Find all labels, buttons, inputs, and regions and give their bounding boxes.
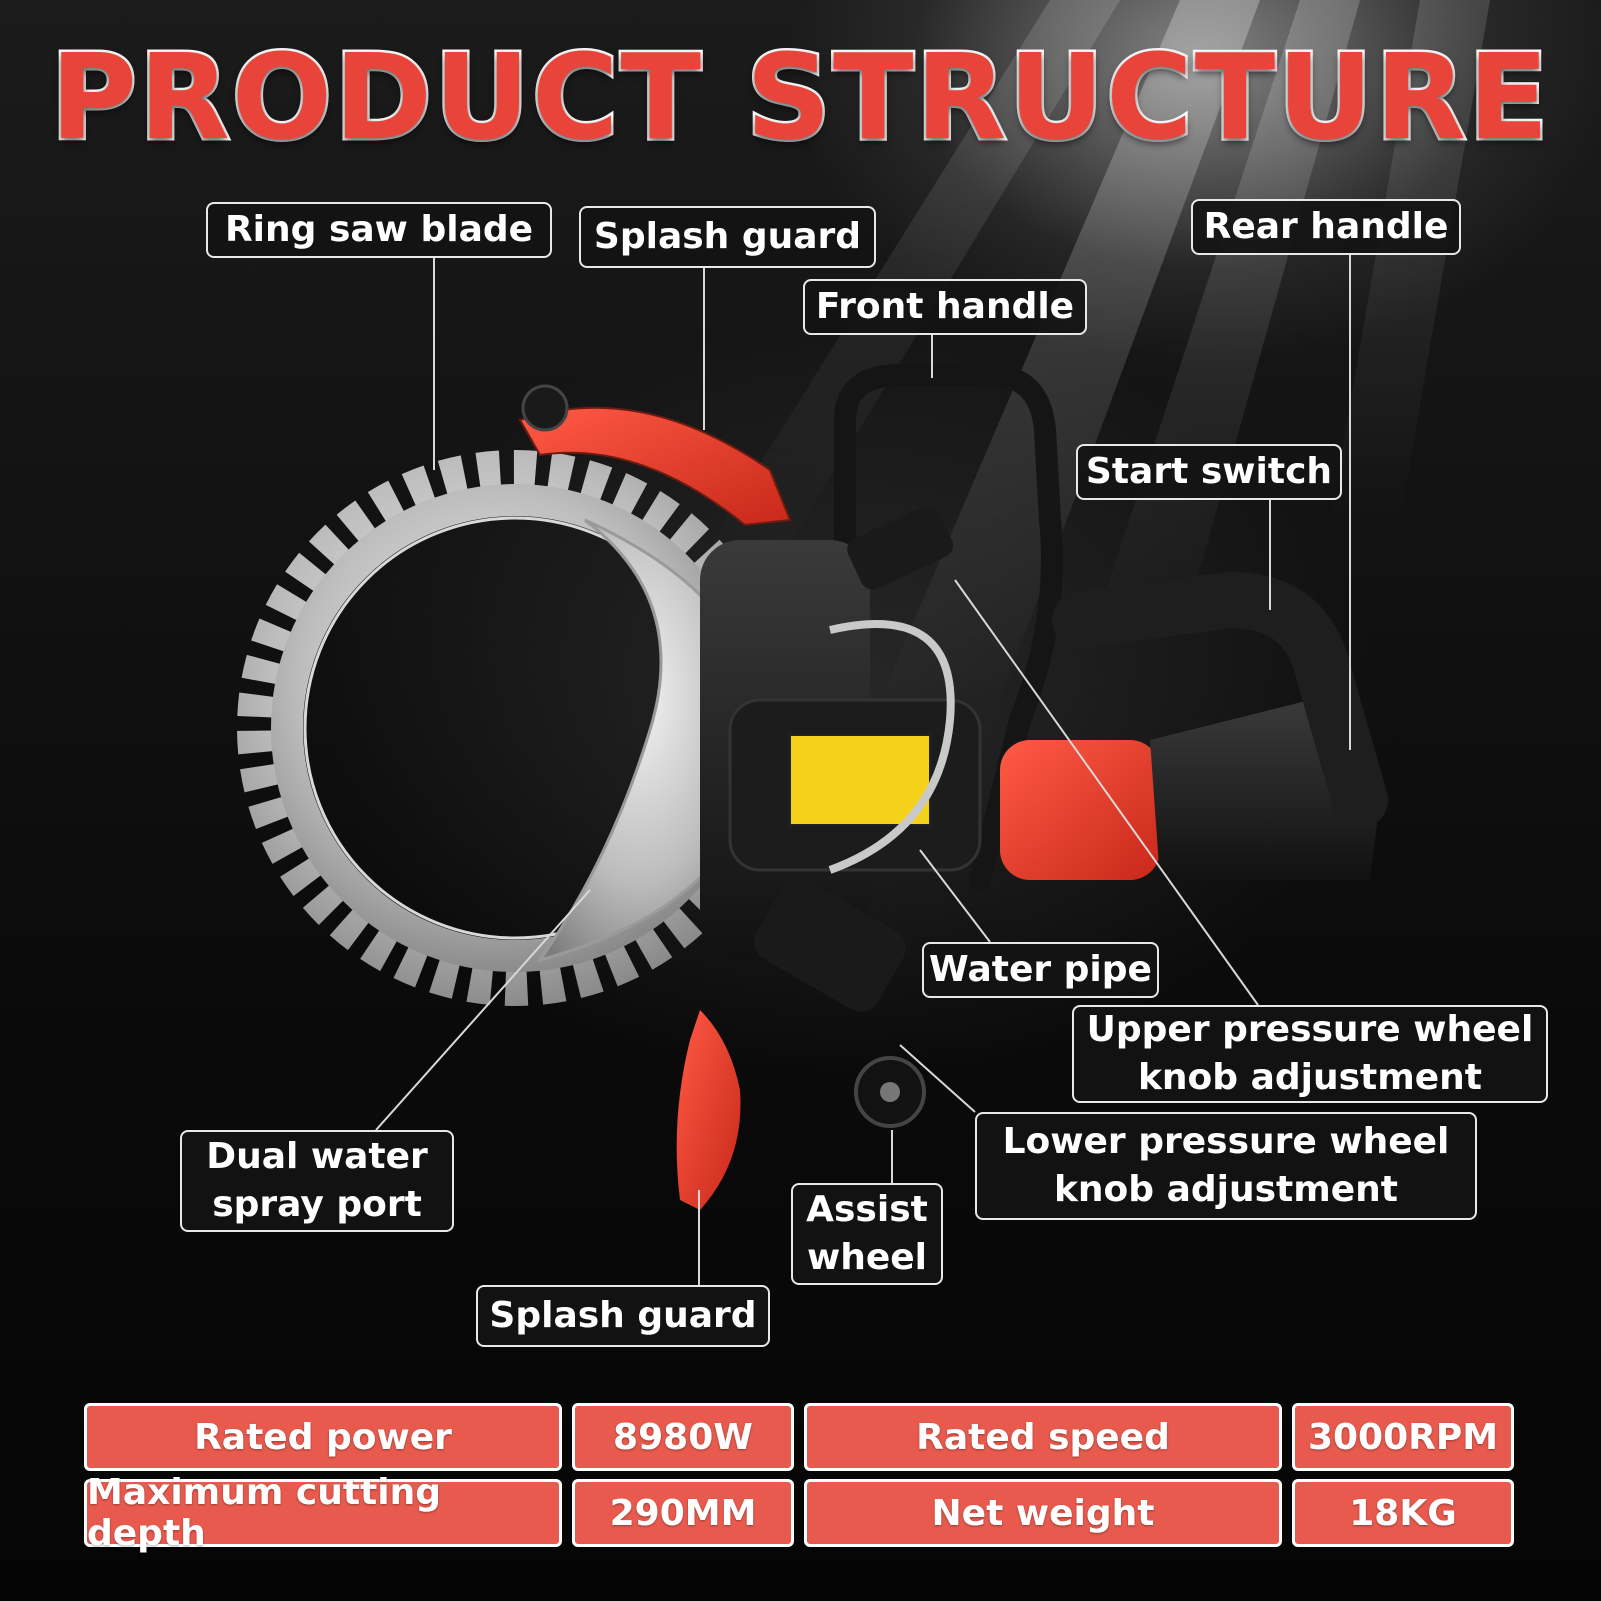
label-splash-guard-top: Splash guard [579,206,876,268]
label-splash-guard-bottom: Splash guard [476,1285,770,1347]
label-dual-water-spray-port: Dual water spray port [180,1130,454,1232]
label-start-switch: Start switch [1076,444,1342,500]
spec-net-weight-label: Net weight [804,1479,1282,1547]
label-upper-pressure-wheel: Upper pressure wheel knob adjustment [1072,1005,1548,1103]
spec-rated-power-label: Rated power [84,1403,562,1471]
spec-rated-speed-label: Rated speed [804,1403,1282,1471]
label-front-handle: Front handle [803,279,1087,335]
label-lower-pressure-wheel: Lower pressure wheel knob adjustment [975,1112,1477,1220]
spec-net-weight-value: 18KG [1292,1479,1514,1547]
label-rear-handle: Rear handle [1191,199,1461,255]
spec-rated-power-value: 8980W [572,1403,794,1471]
label-water-pipe: Water pipe [922,942,1159,998]
spec-max-depth-label: Maximum cutting depth [84,1472,562,1554]
label-assist-wheel: Assist wheel [791,1183,943,1285]
spec-max-depth-value: 290MM [572,1479,794,1547]
spec-rated-speed-value: 3000RPM [1292,1403,1514,1471]
label-ring-saw-blade: Ring saw blade [206,202,552,258]
page-title: PRODUCT STRUCTURE [48,28,1551,166]
